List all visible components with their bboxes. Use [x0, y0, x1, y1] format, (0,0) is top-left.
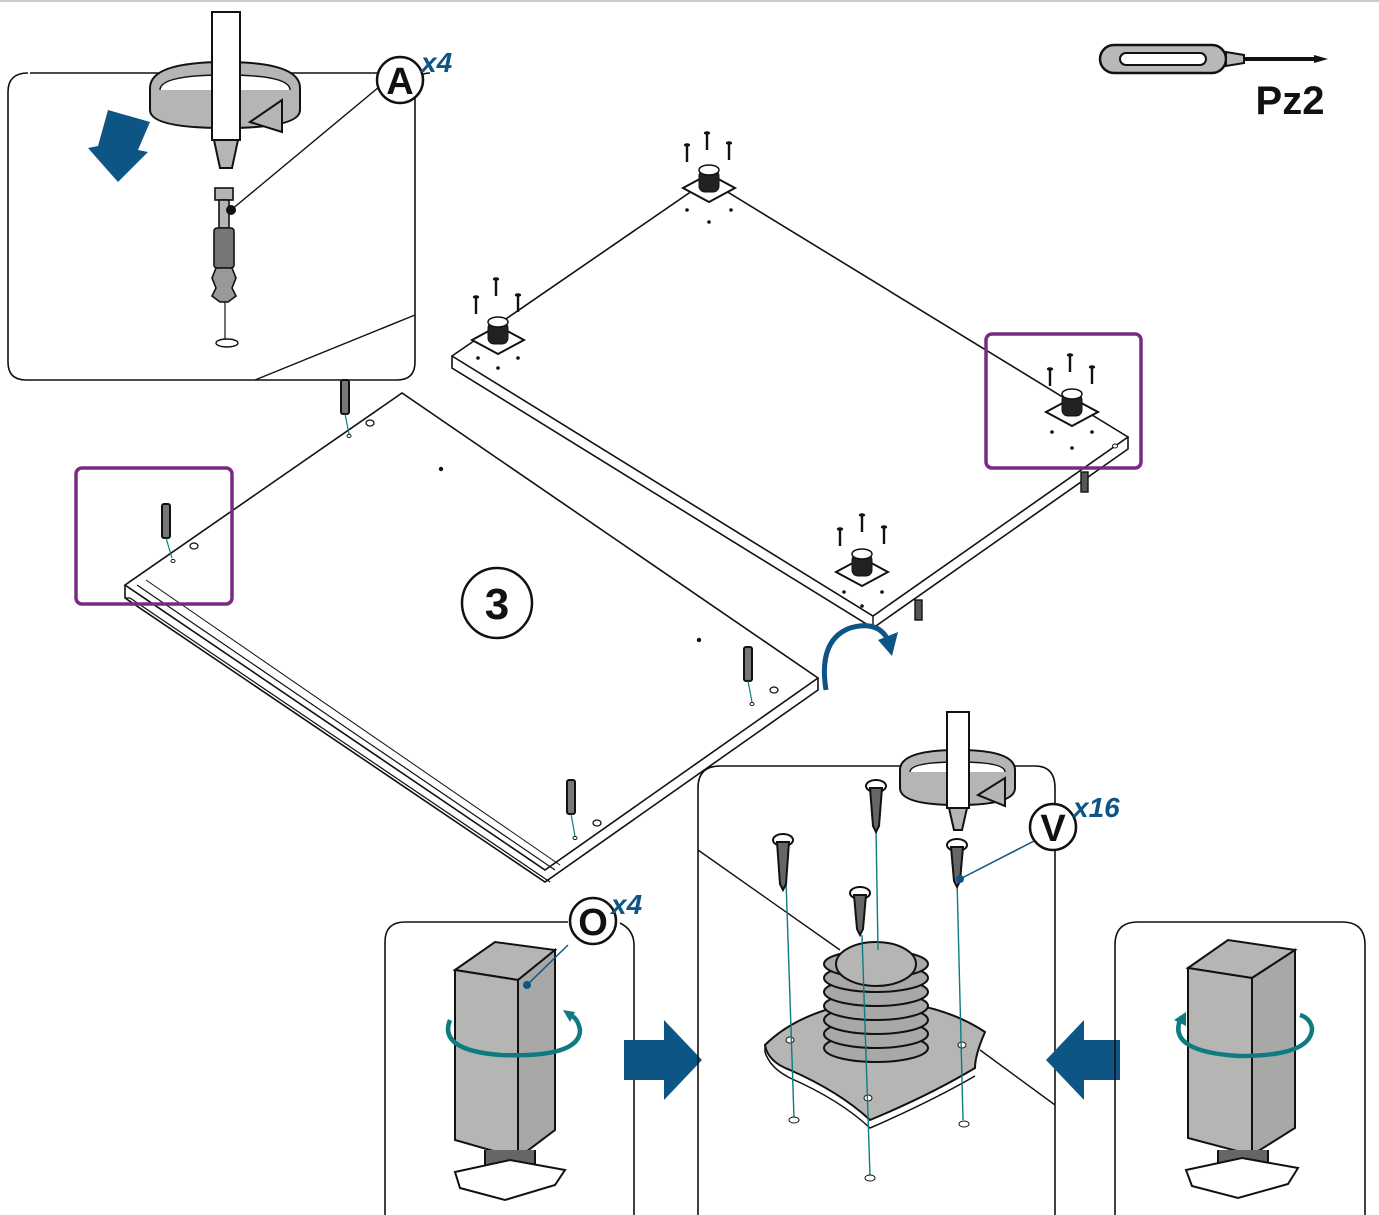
mount-plate-detail-panel — [697, 711, 1056, 1215]
step-number-badge — [460, 566, 534, 640]
flip-arrow-icon — [821, 623, 898, 691]
screwdriver-icon — [1098, 43, 1328, 75]
leg-mount-right — [1043, 352, 1101, 450]
part-a-quantity: x4 — [419, 47, 453, 78]
cam-dowel-detail-panel — [7, 11, 431, 381]
leg-mount-left — [469, 276, 527, 370]
insert-arrow-left-icon — [1046, 1020, 1120, 1100]
tool-label: Pz2 — [1256, 79, 1325, 123]
part-o-letter: O — [578, 902, 608, 944]
part-v-quantity: x16 — [1071, 792, 1120, 823]
part-o-quantity: x4 — [609, 889, 643, 920]
part-v-badge — [1028, 802, 1078, 852]
leg-detail-panel-left — [384, 921, 635, 1215]
insert-arrow-right-icon — [624, 1020, 702, 1100]
part-v-letter: V — [1040, 808, 1066, 850]
leg-mount-bottom — [833, 512, 891, 608]
bottom-panel — [123, 379, 820, 883]
step-number: 3 — [485, 580, 509, 629]
part-a-letter: A — [386, 61, 413, 103]
part-o-badge — [568, 896, 618, 946]
highlight-box-left — [74, 466, 234, 606]
cam-dowel-part-a — [210, 187, 238, 303]
part-a-badge — [375, 55, 425, 105]
push-down-arrow — [88, 110, 150, 182]
leg-mount-top — [680, 129, 738, 224]
highlight-box-right — [984, 332, 1143, 470]
leg-detail-panel-right — [1114, 921, 1366, 1215]
